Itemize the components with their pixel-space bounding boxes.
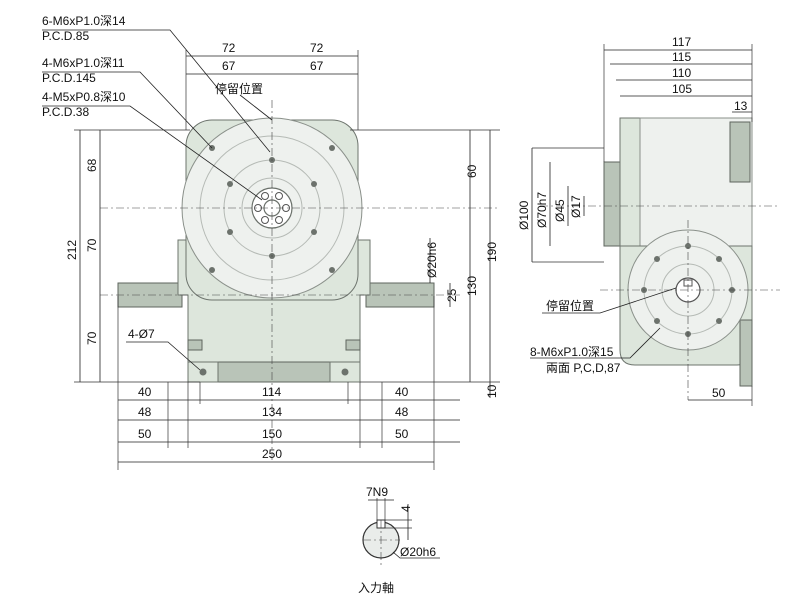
side-dim-110: 110 (672, 66, 691, 80)
side-dia-70h7: Ø70h7 (535, 192, 549, 228)
callout-1-line-2: P.C.D.85 (42, 29, 89, 43)
side-dia-45: Ø45 (553, 199, 567, 222)
side-stop-position: 停留位置 (546, 298, 594, 313)
dim-bottom-134: 134 (262, 405, 282, 419)
dim-right-190: 190 (485, 242, 499, 262)
callout-2-line-1: 4-M6xP1.0深11 (42, 56, 125, 70)
side-dimensions (530, 44, 753, 406)
dim-right-10: 10 (485, 384, 499, 398)
shaft-detail: 7N9 4 Ø20h6 入力軸 (358, 485, 440, 595)
stop-position-label: 停留位置 (215, 81, 263, 96)
dim-top-72-left: 72 (222, 41, 236, 55)
mount-holes-label: 4-Ø7 (128, 327, 155, 341)
base-foot (199, 361, 349, 383)
side-dia-17: Ø17 (569, 195, 583, 218)
dim-left-70-b: 70 (85, 331, 99, 345)
front-view (100, 100, 500, 460)
dim-bottom-250: 250 (262, 447, 282, 461)
front-labels: 6-M6xP1.0深14 P.C.D.85 4-M6xP1.0深11 P.C.D… (42, 14, 499, 461)
dim-right-130: 130 (465, 276, 479, 296)
dim-bottom-48-left: 48 (138, 405, 152, 419)
shaft-depth-label: 4 (399, 505, 413, 512)
mount-hole-right (341, 368, 349, 376)
dim-bottom-114: 114 (262, 385, 281, 399)
dim-left-212: 212 (65, 240, 79, 260)
shaft-diameter-label: Ø20h6 (400, 545, 436, 559)
shaft-keyway-label: 7N9 (366, 485, 388, 499)
callout-3-line-1: 4-M5xP0.8深10 (42, 90, 126, 104)
dim-right-60: 60 (465, 164, 479, 178)
dim-bottom-48-right: 48 (395, 405, 409, 419)
side-dia-100: Ø100 (517, 200, 531, 230)
dim-bottom-50-left: 50 (138, 427, 152, 441)
side-dim-117: 117 (672, 35, 691, 49)
front-dimensions (42, 29, 500, 470)
pcd38-holes (254, 192, 290, 224)
dim-top-67-left: 67 (222, 59, 236, 73)
dim-right-25: 25 (445, 288, 459, 302)
side-foot (739, 319, 753, 387)
flange-ring-inner (241, 177, 303, 239)
side-callout-line-2: 兩面 P,C,D,87 (546, 361, 621, 375)
bolt-boss-right (345, 339, 361, 351)
dim-bottom-40-right: 40 (395, 385, 409, 399)
dim-top-72-right: 72 (310, 41, 324, 55)
callout-1-line-1: 6-M6xP1.0深14 (42, 14, 126, 28)
side-dim-115: 115 (672, 50, 691, 64)
shaft-caption: 入力軸 (358, 581, 394, 595)
callout-2-line-2: P.C.D.145 (42, 71, 96, 85)
dim-top-67-right: 67 (310, 59, 324, 73)
dim-shaft-dia: Ø20h6 (425, 242, 439, 278)
bolt-boss-left (187, 339, 203, 351)
dim-bottom-50-right: 50 (395, 427, 409, 441)
pcd85-holes (227, 157, 317, 259)
side-dim-13: 13 (734, 99, 748, 113)
mount-hole-left (199, 368, 207, 376)
side-dim-105: 105 (672, 82, 692, 96)
side-labels: 117 115 110 105 13 Ø100 Ø70h7 Ø45 Ø17 停留… (517, 35, 748, 400)
side-shoulder (729, 121, 751, 183)
side-dim-50: 50 (712, 386, 726, 400)
dim-bottom-150: 150 (262, 427, 282, 441)
side-callout-line-1: 8-M6xP1.0深15 (530, 345, 614, 359)
callout-3-line-2: P.C.D.38 (42, 105, 89, 119)
dim-left-68: 68 (85, 158, 99, 172)
side-output-pilot (603, 161, 621, 247)
dim-left-70-a: 70 (85, 238, 99, 252)
dim-bottom-40-left: 40 (138, 385, 152, 399)
